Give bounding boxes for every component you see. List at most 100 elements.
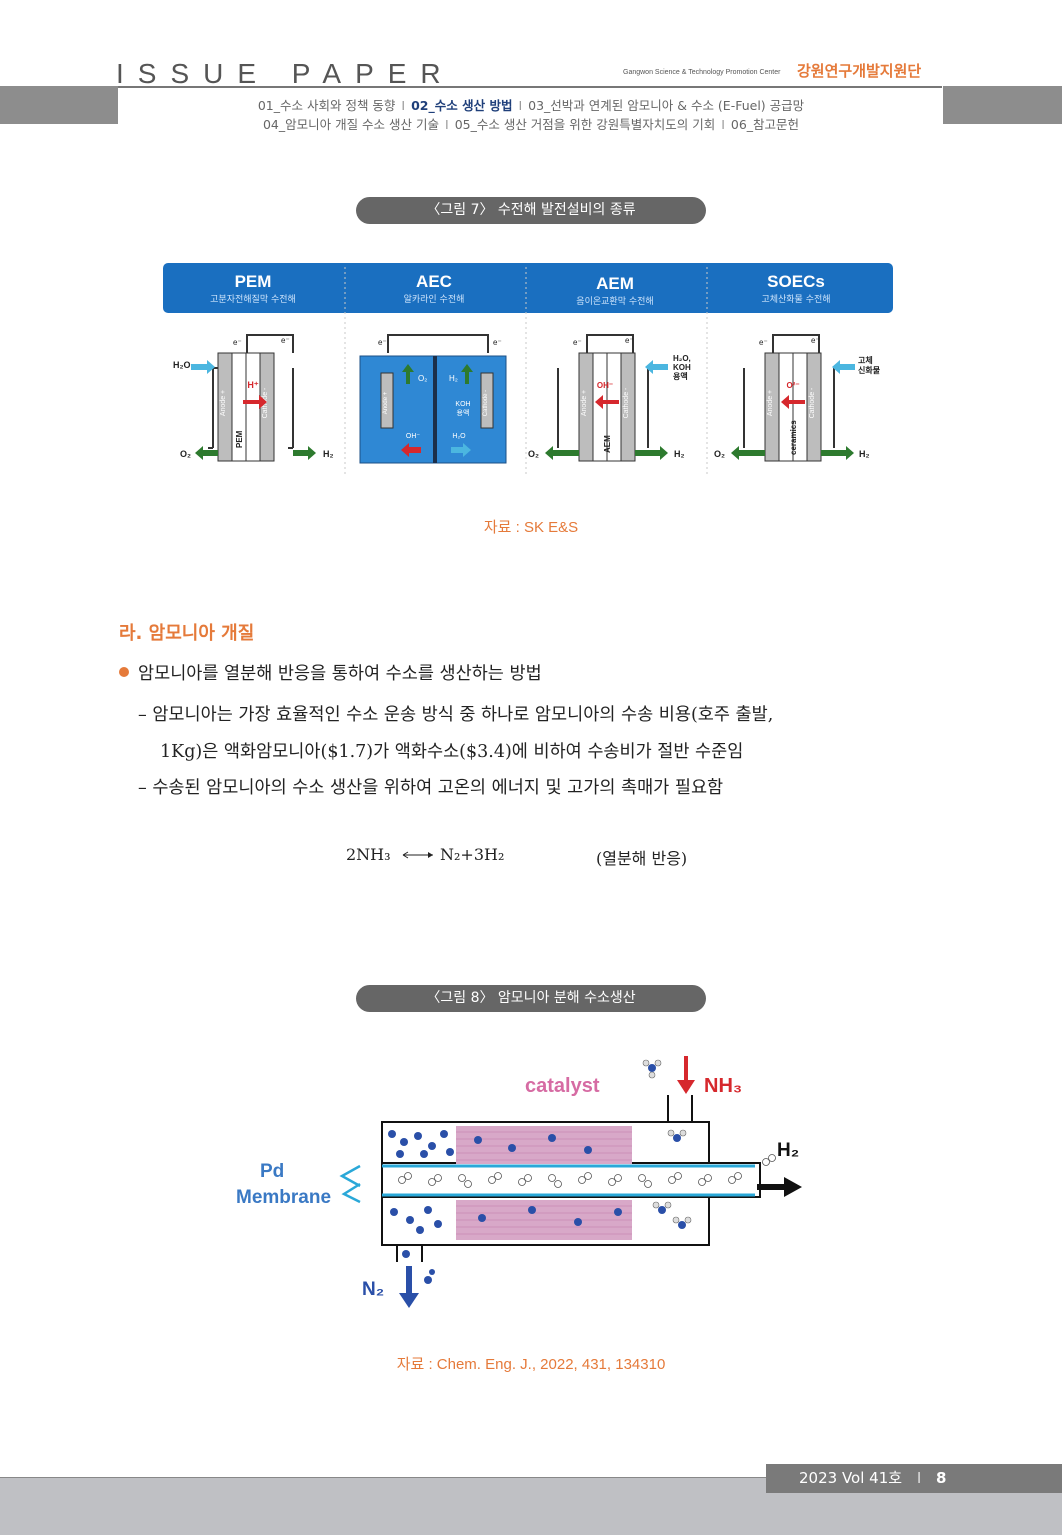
svg-text:e⁻: e⁻ xyxy=(378,338,387,347)
svg-text:Cathode -: Cathode - xyxy=(623,387,630,418)
equation-product: N₂+3H₂ xyxy=(440,845,505,864)
pd-label: Pd xyxy=(260,1161,284,1182)
svg-text:KOH: KOH xyxy=(673,363,691,372)
center-name-ko: 강원연구개발지원단 xyxy=(797,62,922,80)
n2-label: N₂ xyxy=(362,1279,384,1300)
toc-item-1[interactable]: 01_수소 사회와 정책 동향 xyxy=(257,98,396,113)
panel-subtitle-pem: 고분자전해질막 수전해 xyxy=(210,293,296,305)
svg-text:용액: 용액 xyxy=(673,371,688,381)
svg-text:KOH: KOH xyxy=(455,401,470,408)
figure7-source: 자료 : SK E&S xyxy=(483,519,579,536)
equation-reactant: 2NH₃ xyxy=(346,845,391,864)
section-title: 라. 암모니아 개질 xyxy=(119,623,255,644)
figure7-header-band xyxy=(163,263,893,313)
svg-text:OH⁻: OH⁻ xyxy=(406,433,421,440)
svg-text:e⁻: e⁻ xyxy=(573,338,582,347)
svg-text:ceramics: ceramics xyxy=(789,420,798,455)
center-name-en: Gangwon Science & Technology Promotion C… xyxy=(623,69,781,76)
dash-item-1-line2: 1Kg)은 액화암모니아($1.7)가 액화수소($3.4)에 비하여 수송비가… xyxy=(160,742,744,762)
svg-text:고체: 고체 xyxy=(858,355,873,365)
panel-title-pem: PEM xyxy=(235,272,272,291)
svg-text:O₂: O₂ xyxy=(418,374,427,383)
figure8-ammonia-decomposition-diagram: catalyst NH₃ H₂ Pd Membrane N₂ xyxy=(236,1056,802,1308)
svg-text:e⁻: e⁻ xyxy=(281,336,290,345)
svg-text:O²⁻: O²⁻ xyxy=(786,381,799,390)
toc-item-6[interactable]: 06_참고문헌 xyxy=(730,117,800,132)
svg-text:Cathode -: Cathode - xyxy=(809,387,816,418)
dash-item-1-line1: – 암모니아는 가장 효율적인 수소 운송 방식 중 하나로 암모니아의 수송 … xyxy=(138,705,774,725)
svg-text:H₂O: H₂O xyxy=(452,433,466,440)
svg-text:e⁻: e⁻ xyxy=(493,338,502,347)
svg-text:e⁻: e⁻ xyxy=(233,338,242,347)
footer-issue: 2023 Vol 41호 xyxy=(799,1469,903,1487)
svg-text:O₂: O₂ xyxy=(714,449,725,459)
toc-item-4[interactable]: 04_암모니아 개질 수소 생산 기술 xyxy=(262,117,439,132)
panel-subtitle-aem: 음이온교환막 수전해 xyxy=(576,295,653,307)
svg-text:Anode +: Anode + xyxy=(220,390,227,416)
svg-text:AEM: AEM xyxy=(603,435,612,453)
panel-subtitle-aec: 알카라인 수전해 xyxy=(404,294,465,305)
aem-cell: e⁻ e⁻ Anode + Cathode - AEM OH⁻ H₂O, KOH… xyxy=(528,334,691,462)
svg-text:신화물: 신화물 xyxy=(858,365,881,375)
svg-text:Cathode -: Cathode - xyxy=(483,390,489,416)
svg-text:용액: 용액 xyxy=(457,409,470,417)
header-bar-right xyxy=(943,86,1062,124)
footer-separator: I xyxy=(916,1469,922,1487)
equilibrium-arrow-icon xyxy=(402,851,433,859)
toc-item-3[interactable]: 03_선박과 연계된 암모니아 & 수소 (E-Fuel) 공급망 xyxy=(528,98,805,113)
toc-item-5[interactable]: 05_수소 생산 거점을 위한 강원특별자치도의 기회 xyxy=(454,117,716,132)
figure7-caption: 〈그림 7〉 수전해 발전설비의 종류 xyxy=(356,197,706,224)
svg-text:H₂: H₂ xyxy=(323,449,334,459)
bullet-text: 암모니아를 열분해 반응을 통하여 수소를 생산하는 방법 xyxy=(138,664,542,684)
h2-label: H₂ xyxy=(777,1140,799,1161)
aec-cell: e⁻ e⁻ Anode + Cathode - O₂ H₂ KOH 용액 OH⁻… xyxy=(359,334,507,464)
toc-separator: I xyxy=(445,117,449,132)
toc-item-2-active[interactable]: 02_수소 생산 방법 xyxy=(411,98,513,113)
bullet-dot-icon xyxy=(119,667,129,677)
svg-text:H₂: H₂ xyxy=(674,449,685,459)
panel-title-aec: AEC xyxy=(416,272,452,291)
svg-text:H₂: H₂ xyxy=(449,374,458,383)
figure8-source: 자료 : Chem. Eng. J., 2022, 431, 134310 xyxy=(396,1356,666,1373)
svg-text:H₂O: H₂O xyxy=(173,360,191,370)
catalyst-bed-top xyxy=(456,1126,632,1164)
toc-separator: I xyxy=(518,98,523,113)
svg-text:H⁺: H⁺ xyxy=(247,380,258,390)
page-number: 8 xyxy=(936,1469,947,1487)
footer-rule xyxy=(0,1477,766,1478)
h2-outlet-arrow xyxy=(757,1177,802,1197)
catalyst-label: catalyst xyxy=(525,1075,600,1097)
membrane-pointer xyxy=(339,1164,361,1188)
figure8-caption: 〈그림 8〉 암모니아 분해 수소생산 xyxy=(356,985,706,1012)
h2-molecules xyxy=(398,1154,776,1188)
n2-outlet-arrow xyxy=(399,1266,419,1308)
toc-separator: I xyxy=(721,117,725,132)
svg-text:Anode +: Anode + xyxy=(383,391,389,414)
dash-item-2: – 수송된 암모니아의 수소 생산을 위하여 고온의 에너지 및 고가의 촉매가… xyxy=(138,778,724,798)
svg-text:H₂: H₂ xyxy=(859,449,870,459)
svg-text:e⁻: e⁻ xyxy=(811,336,820,345)
svg-text:O₂: O₂ xyxy=(528,449,539,459)
nh3-inlet-arrow xyxy=(677,1056,695,1094)
panel-title-soecs: SOECs xyxy=(767,272,825,291)
header-bar-left xyxy=(0,86,118,124)
svg-text:Anode +: Anode + xyxy=(581,390,588,416)
svg-text:PEM: PEM xyxy=(235,430,244,448)
pem-cell: e⁻ e⁻ Anode + Cathode - PEM H⁺ H₂O O₂ H₂ xyxy=(173,334,334,462)
header-rule xyxy=(118,86,942,88)
svg-text:e⁻: e⁻ xyxy=(759,338,768,347)
soec-cell: e⁻ e⁻ Anode + Cathode - ceramics O²⁻ 고체 … xyxy=(714,334,881,462)
svg-text:H₂O,: H₂O, xyxy=(673,354,691,363)
svg-text:Anode +: Anode + xyxy=(767,390,774,416)
panel-title-aem: AEM xyxy=(596,274,634,293)
footer-issue-box: 2023 Vol 41호 I 8 xyxy=(766,1464,1062,1493)
svg-text:O₂: O₂ xyxy=(180,449,191,459)
panel-subtitle-soecs: 고체산화물 수전해 xyxy=(761,294,830,305)
brand-title: ISSUE PAPER xyxy=(116,58,455,89)
nh3-label: NH₃ xyxy=(704,1075,742,1097)
svg-text:e⁻: e⁻ xyxy=(625,336,634,345)
toc-nav-row2: 04_암모니아 개질 수소 생산 기술 I 05_수소 생산 거점을 위한 강원특별… xyxy=(150,114,912,133)
figure7-electrolysis-diagram: PEM 고분자전해질막 수전해 AEC 알카라인 수전해 AEM 음이온교환막 … xyxy=(163,263,893,475)
svg-text:OH⁻: OH⁻ xyxy=(597,381,613,390)
nh3-molecules xyxy=(642,1059,692,1229)
